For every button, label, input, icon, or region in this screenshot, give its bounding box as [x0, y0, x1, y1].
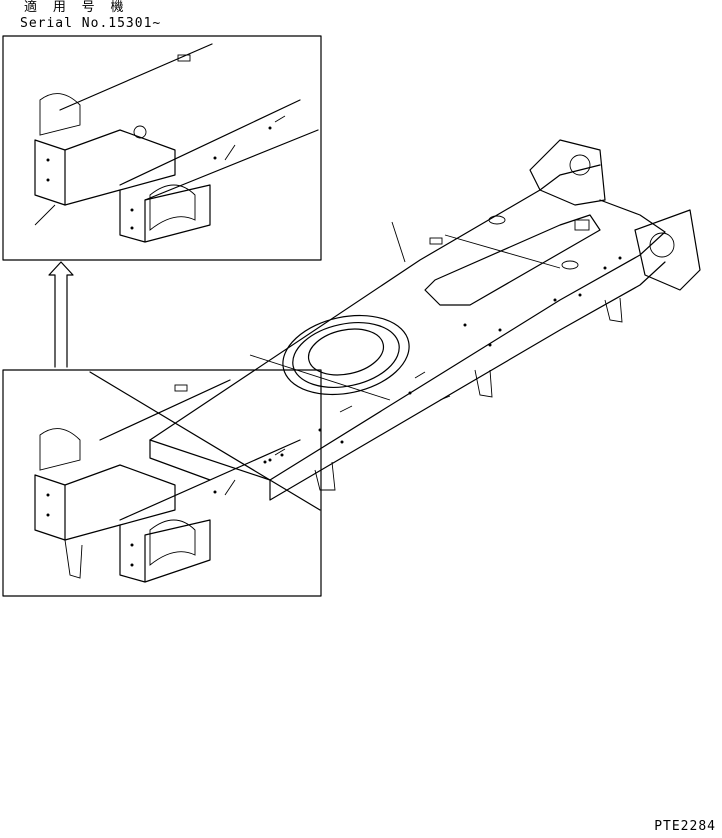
frame-end-detail-bottom — [34, 371, 321, 583]
main-frame — [149, 139, 701, 501]
serial-number-label: Serial No.15301~ — [20, 16, 162, 31]
detail-inset-top — [2, 35, 322, 261]
swing-circle — [282, 314, 410, 396]
up-arrow-icon — [48, 261, 74, 368]
applicable-models-label: 適 用 号 機 — [24, 0, 128, 15]
frame-end-detail-top — [34, 43, 319, 243]
figure-code: PTE2284 — [654, 819, 716, 834]
detail-inset-bottom — [2, 369, 322, 597]
